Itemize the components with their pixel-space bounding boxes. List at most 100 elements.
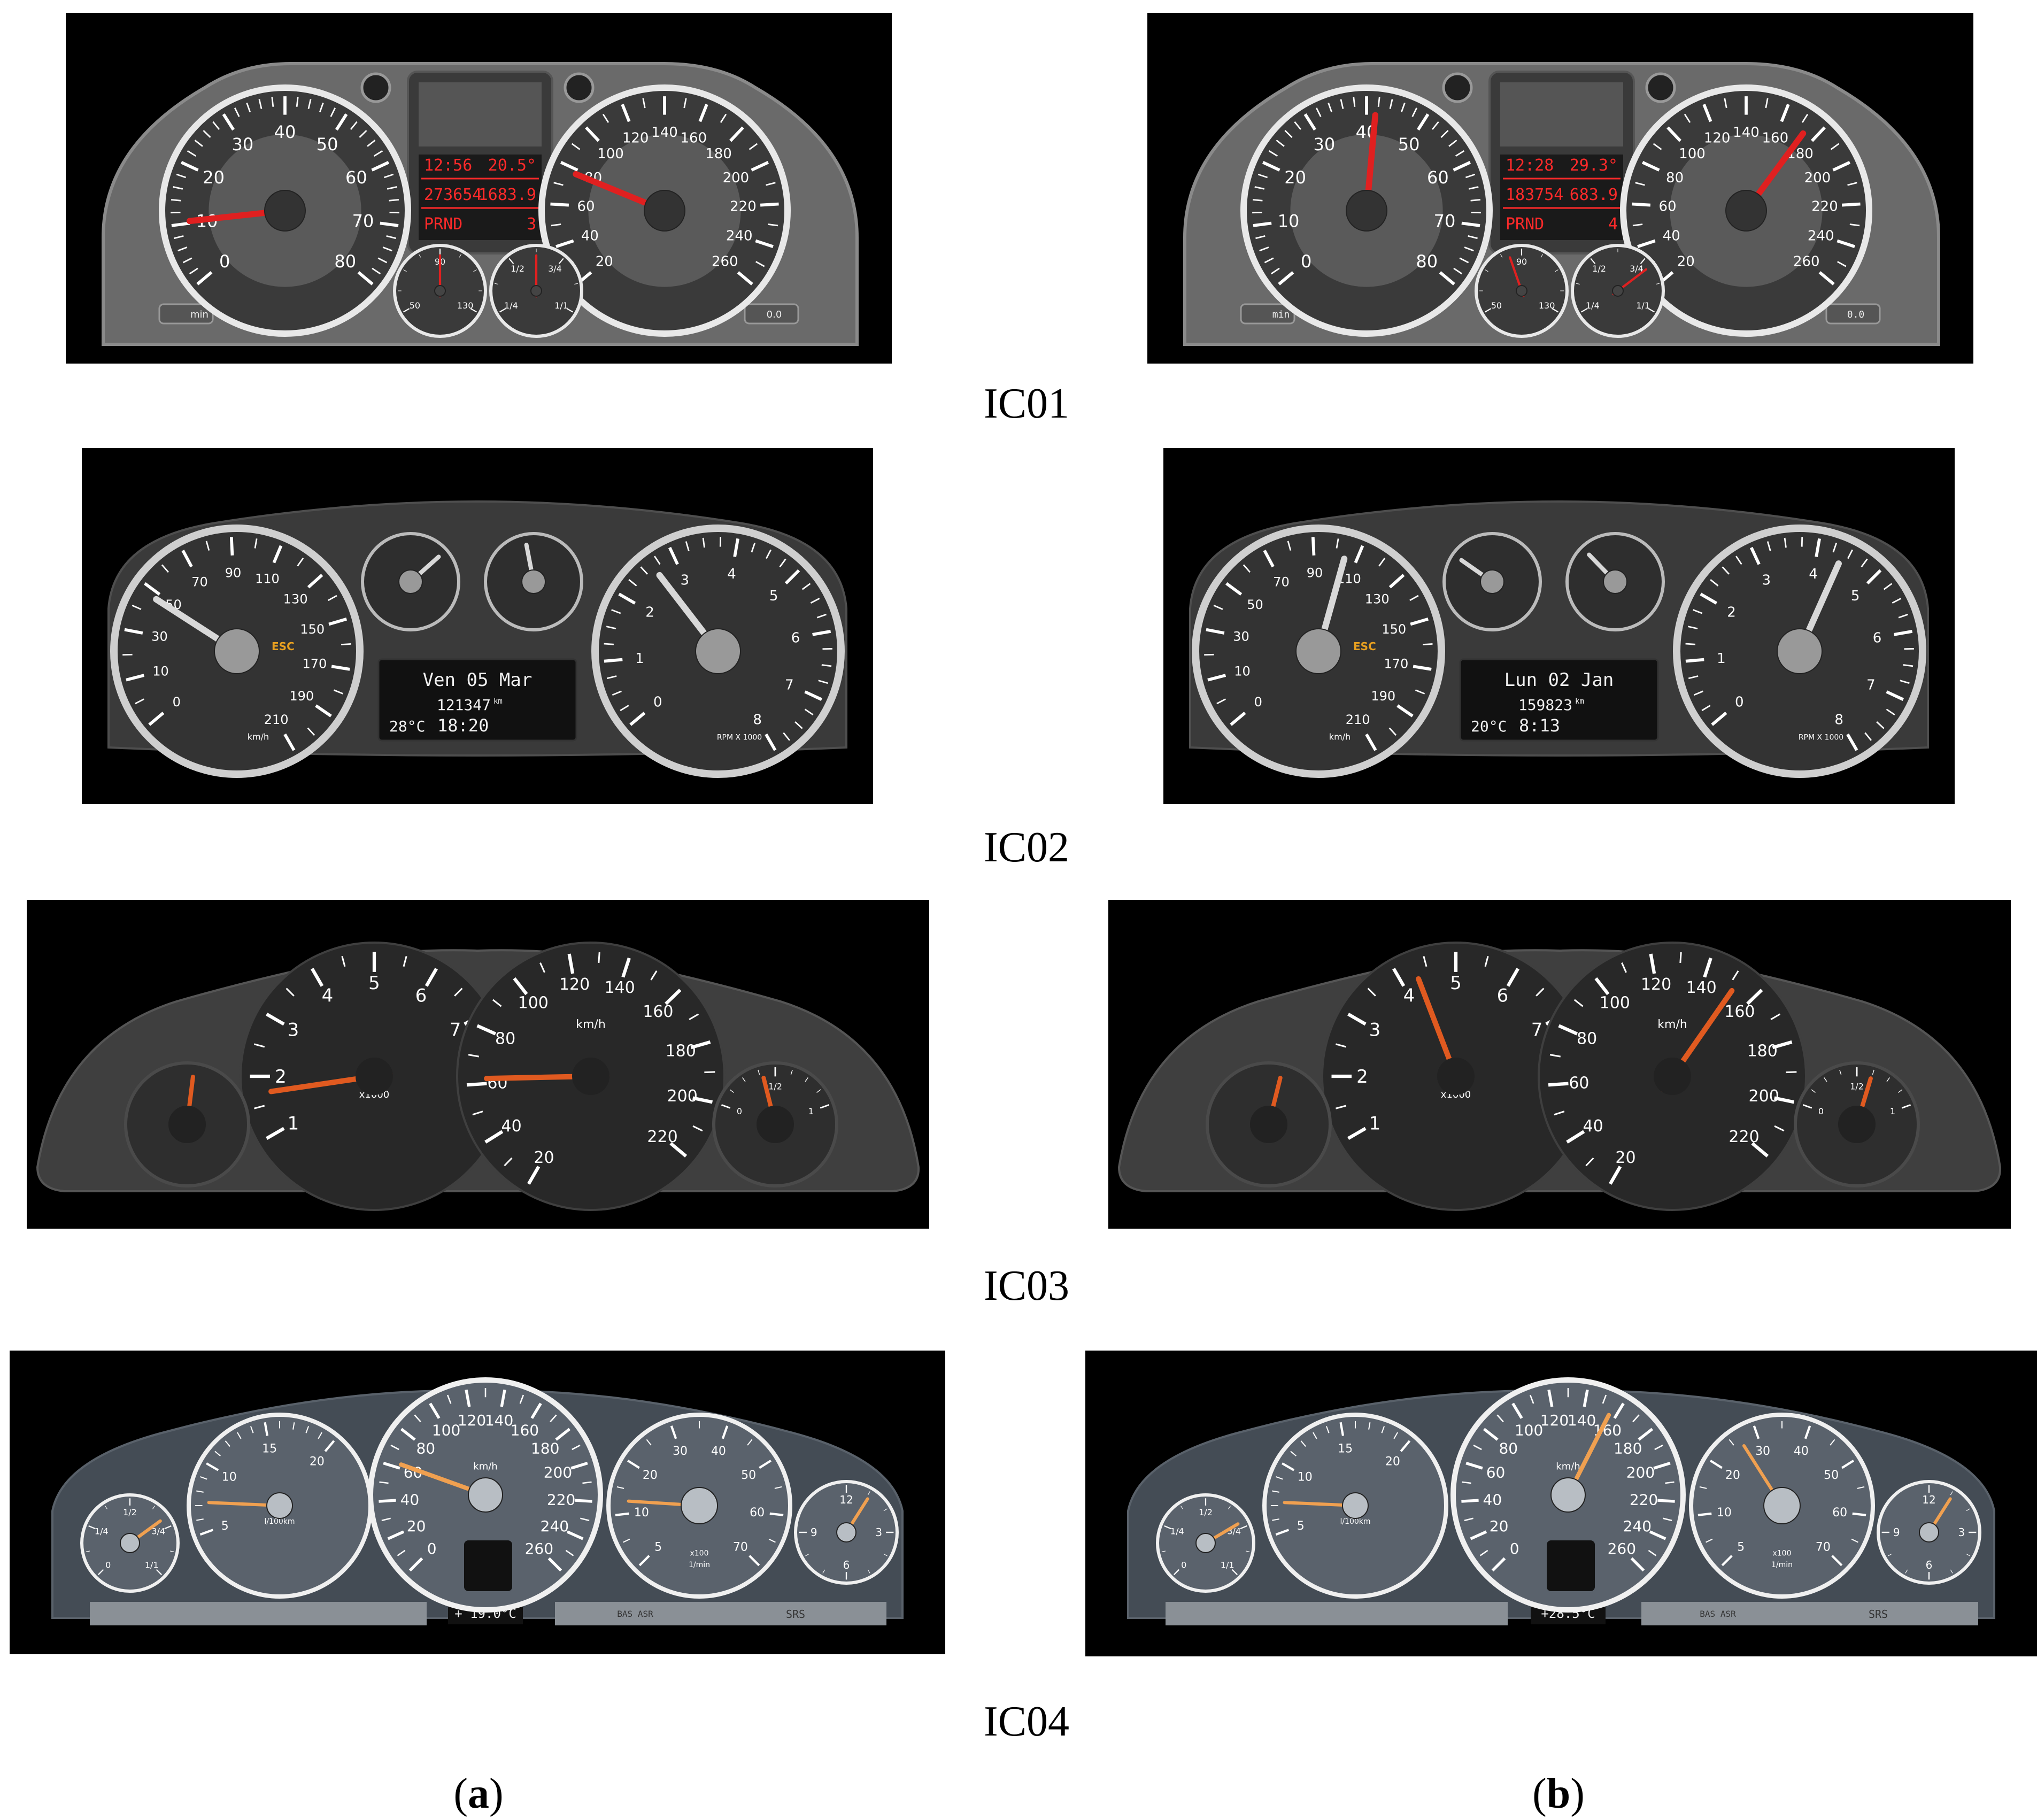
ic02-rpm-gauge-tick xyxy=(668,546,679,565)
ic01-speed-gauge-tick xyxy=(1849,223,1860,227)
ic01-fuel-gauge-hub xyxy=(1612,285,1624,297)
ic02-speed-gauge-tick-label: 110 xyxy=(255,572,280,587)
ic03-rpm-gauge-tick xyxy=(254,1043,265,1048)
ic03-speed-gauge-tick xyxy=(689,1013,699,1021)
ic04-consumption-gauge-tick xyxy=(200,1476,207,1480)
left-button-label[interactable]: min xyxy=(1272,309,1290,320)
ic04-fuel-gauge-tick xyxy=(105,1506,107,1509)
ic01-tacho-gauge-tick xyxy=(383,173,394,179)
ic01-speed-gauge-tick xyxy=(621,104,631,122)
ic03-speed-gauge-tick xyxy=(692,1096,713,1104)
ic04-clock-gauge-tick-label: 12 xyxy=(839,1493,853,1506)
ic01-fuel-gauge-tick xyxy=(1590,258,1596,264)
ic04-rpm-gauge-tick-label: 70 xyxy=(733,1541,748,1554)
row-label-ic01: IC01 xyxy=(984,380,1069,427)
ic01-tacho-gauge-tick xyxy=(234,107,240,117)
ic04-speed-gauge-tick xyxy=(1461,1499,1479,1503)
ic02-speed-gauge-tick xyxy=(1388,574,1405,589)
ic04-fuel-gauge-tick xyxy=(1174,1569,1180,1575)
ic01-tacho-gauge-tick xyxy=(1315,107,1322,117)
lcd-time: 12:28 xyxy=(1506,156,1554,175)
ic01-fuel-gauge-tick xyxy=(1648,308,1655,313)
ic02-speed-gauge-tick xyxy=(132,604,142,610)
ic03-fuel-gauge-tick xyxy=(805,1077,808,1082)
ic01-speed-gauge-tick-label: 140 xyxy=(1733,125,1760,141)
ic02-rpm-gauge-tick-label: 7 xyxy=(785,677,794,693)
ic01-speed-gauge-tick-label: 260 xyxy=(1793,254,1820,270)
ic04-lcd-bg xyxy=(464,1540,512,1591)
ic01-fuel-gauge-tick xyxy=(558,258,564,264)
ic02-speed-gauge-tick-label: 130 xyxy=(1365,591,1390,606)
ic02-rpm-gauge-tick-label: 8 xyxy=(1834,712,1843,728)
lcd-gear-selector: PRND xyxy=(424,215,462,234)
ic01-tacho-gauge-tick xyxy=(380,221,399,227)
ic02-rpm-gauge-tick xyxy=(1886,708,1895,715)
ic01-fuel-gauge-tick xyxy=(1656,283,1660,284)
ic03-rpm-gauge-tick-label: 1 xyxy=(288,1113,299,1134)
ic02-speed-gauge-tick xyxy=(144,582,161,596)
ic02-speed-gauge-tick xyxy=(181,550,193,568)
ic02-rpm-gauge-tick xyxy=(766,549,771,559)
ic03-rpm-gauge-tick-label: 2 xyxy=(275,1066,287,1088)
ic01-tacho-gauge-tick xyxy=(1461,221,1480,227)
ic01-temp-gauge-tick-label: 90 xyxy=(1516,257,1527,267)
ic03-rpm-gauge-tick xyxy=(1536,988,1545,997)
ic04-clock-gauge-tick xyxy=(867,1491,870,1495)
ic01-temp-gauge-tick xyxy=(1552,308,1558,313)
ic02-speed-gauge-tick-label: 150 xyxy=(300,622,325,637)
ic02-rpm-gauge-tick xyxy=(1685,658,1704,663)
ic01-tacho-gauge-tick xyxy=(1340,99,1344,109)
ic04-rpm-gauge-tick xyxy=(769,1512,784,1516)
ic03-temp-gauge xyxy=(124,1061,250,1187)
right-button-label[interactable]: 0.0 xyxy=(1847,309,1865,320)
ic01-speed-gauge-tick xyxy=(553,182,564,186)
ic04-consumption-gauge-tick-label: 5 xyxy=(221,1520,229,1533)
ic03-speed-gauge-tick xyxy=(527,1166,541,1185)
ic02-rpm-gauge-tick xyxy=(1700,592,1718,605)
ic04-rpm-gauge-tick-label: 30 xyxy=(673,1445,688,1458)
ic04-speed-gauge-tick xyxy=(1479,1549,1488,1556)
ic01-speed-gauge-tick xyxy=(1641,160,1660,172)
ic04-consumption-gauge-tick-label: 20 xyxy=(310,1455,325,1468)
ic03-rpm-gauge-tick xyxy=(254,1105,265,1109)
ic01-speed-gauge-tick xyxy=(1841,202,1861,207)
ic04-fuel-gauge-tick xyxy=(1245,1551,1250,1552)
ic02-rpm-gauge-tick xyxy=(1900,680,1910,684)
ic01-fuel-gauge-tick xyxy=(574,283,578,284)
ic01-tacho-gauge-tick xyxy=(1459,257,1469,264)
ic01-speed-gauge-tick xyxy=(555,239,574,249)
ic04-speed-gauge-tick-label: 260 xyxy=(525,1540,553,1557)
ic02-rpm-gauge-tick-label: 4 xyxy=(1809,566,1818,582)
ic02-rpm-gauge-tick-label: 3 xyxy=(1762,573,1771,589)
ic01-speed-gauge-tick xyxy=(1811,126,1826,142)
ic01-speed-gauge-tick xyxy=(1635,182,1645,186)
ic01-temp-gauge-tick xyxy=(403,308,410,313)
ic04-rpm-gauge-tick-label: 20 xyxy=(643,1469,658,1482)
ic04-speed-gauge-tick xyxy=(1470,1530,1487,1540)
ic01-speed-gauge-tick xyxy=(1818,271,1835,286)
ic04-consumption-gauge-tick-label: 10 xyxy=(1298,1470,1313,1484)
ic01-speed-gauge-tick xyxy=(755,239,774,249)
right-button-label[interactable]: 0.0 xyxy=(767,309,782,320)
ic03-speed-gauge-tick-label: 220 xyxy=(647,1128,677,1146)
ic04-consumption-gauge-tick xyxy=(292,1422,295,1430)
ic02-rpm-gauge-tick xyxy=(765,733,777,751)
ic04-speed-gauge-tick xyxy=(530,1402,542,1419)
ic04-speed-gauge-tick xyxy=(1496,1414,1504,1423)
ic04-speed-gauge-tick xyxy=(390,1444,399,1451)
ic03-speed-gauge-tick xyxy=(1774,1125,1785,1132)
ic02-rpm-gauge-tick xyxy=(612,690,622,696)
ic04-consumption-gauge-tick xyxy=(1381,1426,1385,1433)
ic04-fuel-gauge-tick-label: 1/2 xyxy=(1199,1507,1213,1517)
left-button-label[interactable]: min xyxy=(190,309,209,320)
ic01-tacho-gauge-tick xyxy=(1276,140,1285,147)
ic03-rpm-gauge-tick xyxy=(1347,1127,1367,1140)
ic02-speed-gauge-tick xyxy=(333,689,344,695)
ic03-speed-gauge-tick-label: 200 xyxy=(667,1087,698,1106)
